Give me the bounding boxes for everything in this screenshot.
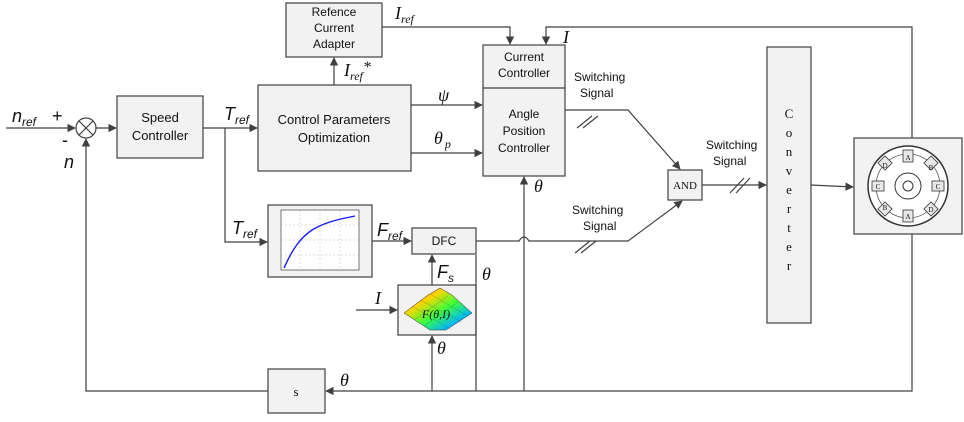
- flux-curve: [283, 215, 356, 269]
- n-ref-label: nref: [12, 106, 38, 129]
- stator-poles: [871, 149, 945, 223]
- switching-signal-lower-1: Switching: [572, 203, 623, 217]
- switching-signal-upper-2: Signal: [580, 86, 613, 100]
- angle-controller-line-2: Position: [503, 124, 546, 138]
- summing-junction: [75, 117, 97, 139]
- i-ref-star-label: Iref*: [343, 59, 371, 83]
- angle-controller-line-3: Controller: [498, 141, 550, 155]
- plus-sign: +: [52, 106, 63, 126]
- current-angle-controller-block: Current Controller Angle Position Contro…: [482, 44, 566, 177]
- pole-label: A: [905, 154, 910, 162]
- t-ref-label: Tref: [224, 104, 251, 127]
- converter-letter: r: [787, 201, 792, 216]
- angle-controller-line-1: Angle: [509, 107, 540, 121]
- switching-signal-lower-2: Signal: [583, 219, 616, 233]
- converter-letter: e: [786, 182, 792, 197]
- control-parameters-block: Control Parameters Optimization: [257, 84, 412, 172]
- torque-flux-curve-block: [267, 204, 373, 278]
- pole-label: C: [936, 183, 941, 191]
- s-label: s: [293, 384, 298, 399]
- theta-dfc-label: θ: [482, 264, 491, 284]
- switching-signal-right-2: Signal: [713, 154, 746, 168]
- control-parameters-line-2: Optimization: [298, 130, 370, 145]
- theta-angle-label: θ: [534, 176, 543, 196]
- control-parameters-line-1: Control Parameters: [278, 112, 391, 127]
- pole-label: B: [883, 204, 888, 212]
- f-s-label: Fs: [437, 262, 454, 285]
- speed-controller-line-1: Speed: [141, 110, 179, 125]
- reference-current-adapter-block: Refence Current Adapter: [285, 2, 383, 58]
- i-surface-label: I: [374, 288, 382, 308]
- pole-label: D: [928, 206, 933, 214]
- surface-label: F(θ,I): [421, 307, 450, 321]
- converter-letter: v: [786, 163, 793, 178]
- converter-letter: r: [787, 258, 792, 273]
- i-ref-label: Iref: [394, 3, 416, 26]
- and-gate-label: AND: [673, 180, 697, 192]
- n-label: n: [64, 152, 74, 172]
- adapter-line-3: Adapter: [313, 37, 355, 51]
- theta-feedback-label: θ: [340, 370, 349, 390]
- and-gate-block: AND: [667, 169, 703, 201]
- minus-sign: -: [62, 130, 68, 150]
- converter-letter: e: [786, 239, 792, 254]
- speed-controller-block: Speed Controller: [116, 95, 204, 159]
- pole-label: D: [882, 162, 887, 170]
- theta-surface-label: θ: [437, 338, 446, 358]
- converter-letter: n: [786, 144, 793, 159]
- flux-surface-block: F(θ,I): [397, 284, 477, 336]
- pole-label: B: [929, 164, 934, 172]
- f-ref-label: Fref: [377, 220, 404, 243]
- motor-block: A B C A B C D D: [853, 137, 963, 235]
- pole-label: C: [876, 183, 881, 191]
- i-feedback-label: I: [562, 27, 570, 47]
- converter-letter: C: [785, 106, 794, 121]
- switching-signal-right-1: Switching: [706, 138, 757, 152]
- speed-controller-line-2: Controller: [132, 128, 189, 143]
- s-block: s: [267, 368, 326, 414]
- converter-letter: t: [787, 220, 791, 235]
- signal-wires: [6, 26, 913, 396]
- converter-block: C o n v e r t e r: [766, 46, 812, 324]
- converter-letter: o: [786, 125, 793, 140]
- psi-label: ψ: [438, 85, 450, 105]
- current-controller-line-1: Current: [504, 50, 545, 64]
- switching-signal-upper-1: Switching: [574, 70, 625, 84]
- dfc-block: DFC: [411, 227, 477, 255]
- adapter-line-1: Refence: [312, 5, 357, 19]
- current-controller-line-2: Controller: [498, 66, 550, 80]
- pole-label: A: [905, 213, 910, 221]
- adapter-line-2: Current: [314, 21, 355, 35]
- t-ref-label-lower: Tref: [232, 218, 259, 241]
- dfc-label: DFC: [432, 234, 457, 248]
